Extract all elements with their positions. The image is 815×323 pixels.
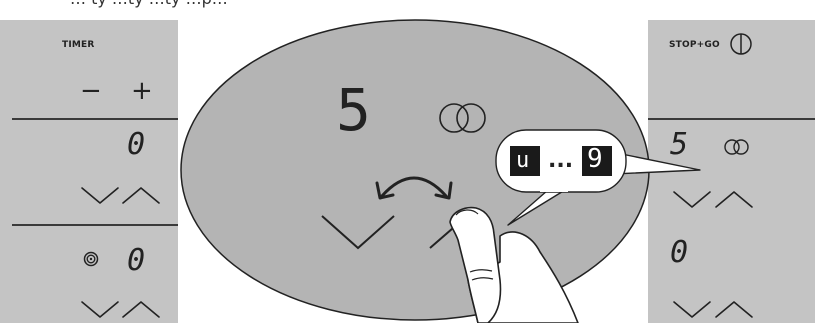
range-ellipsis: ... <box>548 148 574 173</box>
chevron-down-icon[interactable] <box>321 215 395 250</box>
timer-plus-button[interactable]: + <box>131 76 153 106</box>
right-divider <box>648 118 815 120</box>
chevron-up-icon[interactable] <box>122 301 160 318</box>
caption-strip: … ty …ty …ty …p… <box>0 0 815 20</box>
range-start-box <box>510 146 540 176</box>
range-end-digit: 9 <box>587 144 603 174</box>
timer-minus-button[interactable]: − <box>80 76 102 106</box>
chevron-down-icon[interactable] <box>81 301 119 318</box>
dual-ring-icon[interactable] <box>724 139 749 155</box>
chevron-up-icon[interactable] <box>715 191 753 208</box>
divider-top <box>12 118 178 120</box>
chevron-down-icon[interactable] <box>673 301 711 318</box>
timer-label: TIMER <box>62 40 95 50</box>
range-end-box <box>582 146 612 176</box>
chevron-down-icon[interactable] <box>81 187 119 204</box>
chevron-down-icon[interactable] <box>673 191 711 208</box>
finger-hand-icon <box>449 206 579 323</box>
heat-coil-icon <box>83 251 99 267</box>
stopgo-label: STOP+GO <box>669 40 720 50</box>
power-icon[interactable] <box>730 33 752 55</box>
right-zone-digit-bottom: 0 <box>670 235 689 270</box>
right-zone-digit-top: 5 <box>670 127 689 162</box>
caption-fragment: … ty …ty …ty …p… <box>70 0 228 8</box>
timer-digit-display: 0 <box>127 127 146 162</box>
main-level-digit: 5 <box>336 76 371 144</box>
range-start-digit: u <box>516 148 530 173</box>
range-callout <box>495 129 701 226</box>
dual-ring-icon <box>439 103 486 133</box>
zone-digit-display: 0 <box>127 243 146 278</box>
chevron-up-icon[interactable] <box>715 301 753 318</box>
left-control-panel: TIMER − + 0 0 <box>0 20 178 323</box>
divider-bottom <box>12 224 178 226</box>
rotate-arrow-icon <box>375 176 453 200</box>
chevron-up-icon[interactable] <box>122 187 160 204</box>
